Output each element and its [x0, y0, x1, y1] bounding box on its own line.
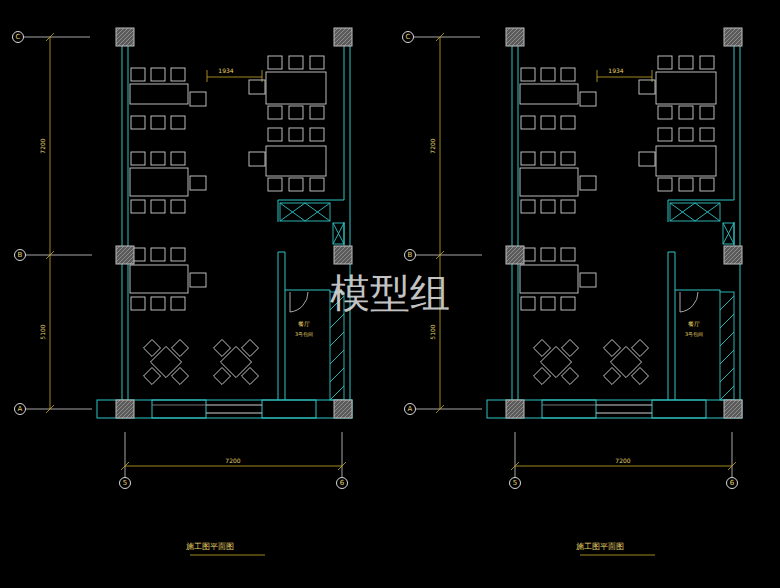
axis-label: 6: [340, 480, 344, 487]
room-name: 3号包间: [685, 332, 703, 337]
axis-bubble: C: [402, 31, 414, 43]
axis-label: A: [408, 406, 413, 413]
drawing-title: 施工图平面图: [576, 543, 624, 551]
room-name: 3号包间: [295, 332, 313, 337]
axis-bubble: 6: [336, 477, 348, 489]
axis-label: C: [406, 34, 411, 41]
axis-bubble: B: [404, 249, 416, 261]
drawing-title: 施工图平面图: [186, 543, 234, 551]
axis-label: B: [18, 252, 23, 259]
dimension-text: 5100: [430, 324, 436, 339]
axis-label: 5: [123, 480, 127, 487]
axis-bubble: A: [14, 403, 26, 415]
watermark: 模型组: [330, 273, 450, 313]
axis-bubble: A: [404, 403, 416, 415]
axis-label: B: [408, 252, 413, 259]
dimension-text: 5100: [40, 324, 46, 339]
dimension-text: 1934: [608, 68, 623, 74]
axis-label: C: [16, 34, 21, 41]
dimension-text: 7200: [225, 458, 240, 464]
room-name: 餐厅: [298, 321, 310, 327]
dimension-text: 7200: [430, 138, 436, 153]
dimension-text: 1934: [218, 68, 233, 74]
axis-label: 5: [513, 480, 517, 487]
axis-bubble: B: [14, 249, 26, 261]
room-name: 餐厅: [688, 321, 700, 327]
axis-bubble: 5: [509, 477, 521, 489]
axis-label: A: [18, 406, 23, 413]
axis-bubble: 6: [726, 477, 738, 489]
axis-label: 6: [730, 480, 734, 487]
axis-bubble: C: [12, 31, 24, 43]
dimension-text: 7200: [40, 138, 46, 153]
axis-bubble: 5: [119, 477, 131, 489]
dimension-text: 7200: [615, 458, 630, 464]
